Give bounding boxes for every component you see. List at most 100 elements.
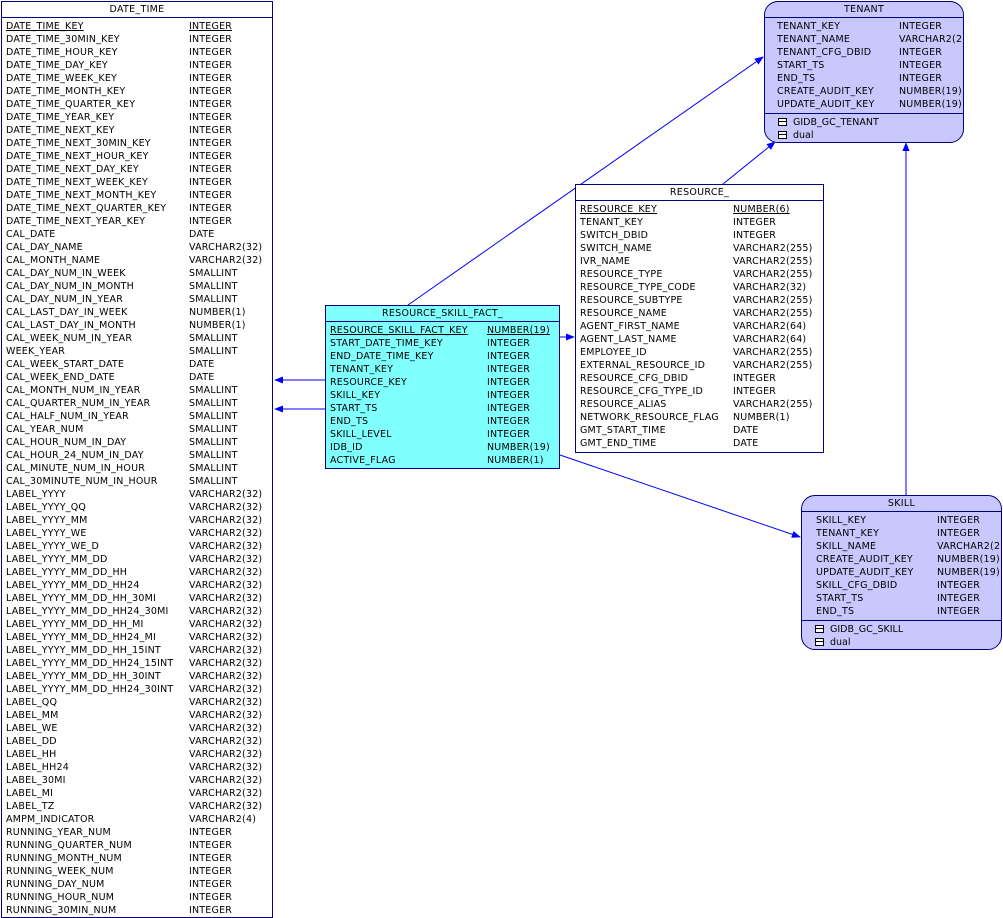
attribute-row[interactable]: DATE_TIME_NEXT_HOUR_KEYINTEGER (2, 150, 272, 163)
attribute-row[interactable]: RESOURCE_ALIASVARCHAR2(255) (576, 398, 823, 411)
attribute-row[interactable]: ACTIVE_FLAGNUMBER(1) (326, 454, 559, 467)
attribute-row[interactable]: RESOURCE_CFG_DBIDINTEGER (576, 372, 823, 385)
attribute-row[interactable]: CAL_WEEK_START_DATEDATE (2, 358, 272, 371)
attribute-row[interactable]: RESOURCE_SKILL_FACT_KEYNUMBER(19) (326, 324, 559, 337)
attribute-row[interactable]: DATE_TIME_NEXT_WEEK_KEYINTEGER (2, 176, 272, 189)
entity-resource[interactable]: RESOURCE_ RESOURCE_KEYNUMBER(6)TENANT_KE… (575, 184, 824, 453)
attribute-row[interactable]: DATE_TIME_HOUR_KEYINTEGER (2, 46, 272, 59)
attribute-row[interactable]: END_DATE_TIME_KEYINTEGER (326, 350, 559, 363)
attribute-row[interactable]: NETWORK_RESOURCE_FLAGNUMBER(1) (576, 411, 823, 424)
attribute-row[interactable]: LABEL_YYYY_MM_DD_HH24VARCHAR2(32) (2, 579, 272, 592)
attribute-row[interactable]: LABEL_HH24VARCHAR2(32) (2, 761, 272, 774)
attribute-row[interactable]: CREATE_AUDIT_KEYNUMBER(19) (773, 85, 963, 98)
attribute-row[interactable]: LABEL_YYYY_MM_DD_HH24_30MIVARCHAR2(32) (2, 605, 272, 618)
attribute-row[interactable]: CAL_HALF_NUM_IN_YEARSMALLINT (2, 410, 272, 423)
attribute-row[interactable]: CAL_DAY_NAMEVARCHAR2(32) (2, 241, 272, 254)
attribute-row[interactable]: CAL_30MINUTE_NUM_IN_HOURSMALLINT (2, 475, 272, 488)
attribute-row[interactable]: CAL_MINUTE_NUM_IN_HOURSMALLINT (2, 462, 272, 475)
attribute-row[interactable]: DATE_TIME_YEAR_KEYINTEGER (2, 111, 272, 124)
attribute-row[interactable]: CAL_DAY_NUM_IN_WEEKSMALLINT (2, 267, 272, 280)
attribute-row[interactable]: START_DATE_TIME_KEYINTEGER (326, 337, 559, 350)
attribute-row[interactable]: RESOURCE_KEYINTEGER (326, 376, 559, 389)
attribute-row[interactable]: RESOURCE_NAMEVARCHAR2(255) (576, 307, 823, 320)
attribute-row[interactable]: LABEL_YYYY_MM_DD_HHVARCHAR2(32) (2, 566, 272, 579)
attribute-row[interactable]: LABEL_MMVARCHAR2(32) (2, 709, 272, 722)
attribute-row[interactable]: CREATE_AUDIT_KEYNUMBER(19) (812, 553, 1001, 566)
attribute-row[interactable]: TENANT_KEYINTEGER (773, 20, 963, 33)
attribute-row[interactable]: UPDATE_AUDIT_KEYNUMBER(19) (773, 98, 963, 111)
attribute-row[interactable]: RUNNING_HOUR_NUMINTEGER (2, 891, 272, 904)
attribute-row[interactable]: RUNNING_DAY_NUMINTEGER (2, 878, 272, 891)
attribute-row[interactable]: CAL_DAY_NUM_IN_MONTHSMALLINT (2, 280, 272, 293)
attribute-row[interactable]: CAL_WEEK_END_DATEDATE (2, 371, 272, 384)
attribute-row[interactable]: LABEL_YYYY_MM_DD_HH_15INTVARCHAR2(32) (2, 644, 272, 657)
attribute-row[interactable]: START_TSINTEGER (812, 592, 1001, 605)
attribute-row[interactable]: DATE_TIME_MONTH_KEYINTEGER (2, 85, 272, 98)
attribute-row[interactable]: LABEL_YYYY_WEVARCHAR2(32) (2, 527, 272, 540)
attribute-row[interactable]: DATE_TIME_WEEK_KEYINTEGER (2, 72, 272, 85)
attribute-row[interactable]: DATE_TIME_NEXT_KEYINTEGER (2, 124, 272, 137)
attribute-row[interactable]: END_TSINTEGER (812, 605, 1001, 618)
attribute-row[interactable]: RESOURCE_CFG_TYPE_IDINTEGER (576, 385, 823, 398)
attribute-row[interactable]: TENANT_KEYINTEGER (812, 527, 1001, 540)
attribute-row[interactable]: LABEL_DDVARCHAR2(32) (2, 735, 272, 748)
attribute-row[interactable]: CAL_HOUR_NUM_IN_DAYSMALLINT (2, 436, 272, 449)
attribute-row[interactable]: CAL_MONTH_NUM_IN_YEARSMALLINT (2, 384, 272, 397)
attribute-row[interactable]: SKILL_KEYINTEGER (812, 514, 1001, 527)
attribute-row[interactable]: CAL_DAY_NUM_IN_YEARSMALLINT (2, 293, 272, 306)
attribute-row[interactable]: RESOURCE_KEYNUMBER(6) (576, 203, 823, 216)
attribute-row[interactable]: DATE_TIME_NEXT_MONTH_KEYINTEGER (2, 189, 272, 202)
attribute-row[interactable]: SKILL_KEYINTEGER (326, 389, 559, 402)
attribute-row[interactable]: RUNNING_WEEK_NUMINTEGER (2, 865, 272, 878)
attribute-row[interactable]: RESOURCE_SUBTYPEVARCHAR2(255) (576, 294, 823, 307)
attribute-row[interactable]: CAL_QUARTER_NUM_IN_YEARSMALLINT (2, 397, 272, 410)
attribute-row[interactable]: EXTERNAL_RESOURCE_IDVARCHAR2(255) (576, 359, 823, 372)
attribute-row[interactable]: CAL_MONTH_NAMEVARCHAR2(32) (2, 254, 272, 267)
attribute-row[interactable]: RUNNING_QUARTER_NUMINTEGER (2, 839, 272, 852)
attribute-row[interactable]: EMPLOYEE_IDVARCHAR2(255) (576, 346, 823, 359)
attribute-row[interactable]: DATE_TIME_QUARTER_KEYINTEGER (2, 98, 272, 111)
attribute-row[interactable]: LABEL_WEVARCHAR2(32) (2, 722, 272, 735)
attribute-row[interactable]: LABEL_YYYY_MM_DD_HH24_MIVARCHAR2(32) (2, 631, 272, 644)
attribute-row[interactable]: GMT_START_TIMEDATE (576, 424, 823, 437)
attribute-row[interactable]: GMT_END_TIMEDATE (576, 437, 823, 450)
attribute-row[interactable]: START_TSINTEGER (326, 402, 559, 415)
attribute-row[interactable]: TENANT_KEYINTEGER (326, 363, 559, 376)
attribute-row[interactable]: START_TSINTEGER (773, 59, 963, 72)
attribute-row[interactable]: LABEL_YYYY_MM_DDVARCHAR2(32) (2, 553, 272, 566)
attribute-row[interactable]: LABEL_TZVARCHAR2(32) (2, 800, 272, 813)
attribute-row[interactable]: DATE_TIME_DAY_KEYINTEGER (2, 59, 272, 72)
attribute-row[interactable]: SWITCH_NAMEVARCHAR2(255) (576, 242, 823, 255)
attribute-row[interactable]: TENANT_KEYINTEGER (576, 216, 823, 229)
attribute-row[interactable]: LABEL_YYYY_MM_DD_HH_30INTVARCHAR2(32) (2, 670, 272, 683)
attribute-row[interactable]: CAL_WEEK_NUM_IN_YEARSMALLINT (2, 332, 272, 345)
attribute-row[interactable]: CAL_HOUR_24_NUM_IN_DAYSMALLINT (2, 449, 272, 462)
attribute-row[interactable]: RESOURCE_TYPEVARCHAR2(255) (576, 268, 823, 281)
attribute-row[interactable]: RUNNING_YEAR_NUMINTEGER (2, 826, 272, 839)
attribute-row[interactable]: LABEL_MIVARCHAR2(32) (2, 787, 272, 800)
attribute-row[interactable]: DATE_TIME_NEXT_YEAR_KEYINTEGER (2, 215, 272, 228)
attribute-row[interactable]: CAL_LAST_DAY_IN_WEEKNUMBER(1) (2, 306, 272, 319)
entity-date-time[interactable]: DATE_TIME DATE_TIME_KEYINTEGERDATE_TIME_… (1, 1, 273, 918)
attribute-row[interactable]: RUNNING_MONTH_NUMINTEGER (2, 852, 272, 865)
attribute-row[interactable]: END_TSINTEGER (773, 72, 963, 85)
attribute-row[interactable]: LABEL_YYYY_MM_DD_HH24_15INTVARCHAR2(32) (2, 657, 272, 670)
attribute-row[interactable]: RESOURCE_TYPE_CODEVARCHAR2(32) (576, 281, 823, 294)
attribute-row[interactable]: LABEL_YYYY_MM_DD_HH_30MIVARCHAR2(32) (2, 592, 272, 605)
attribute-row[interactable]: IDB_IDNUMBER(19) (326, 441, 559, 454)
attribute-row[interactable]: SKILL_NAMEVARCHAR2(2 (812, 540, 1001, 553)
attribute-row[interactable]: TENANT_CFG_DBIDINTEGER (773, 46, 963, 59)
attribute-row[interactable]: UPDATE_AUDIT_KEYNUMBER(19) (812, 566, 1001, 579)
attribute-row[interactable]: LABEL_YYYY_QQVARCHAR2(32) (2, 501, 272, 514)
attribute-row[interactable]: SKILL_CFG_DBIDINTEGER (812, 579, 1001, 592)
attribute-row[interactable]: END_TSINTEGER (326, 415, 559, 428)
attribute-row[interactable]: IVR_NAMEVARCHAR2(255) (576, 255, 823, 268)
attribute-row[interactable]: WEEK_YEARSMALLINT (2, 345, 272, 358)
attribute-row[interactable]: AGENT_LAST_NAMEVARCHAR2(64) (576, 333, 823, 346)
attribute-row[interactable]: DATE_TIME_NEXT_QUARTER_KEYINTEGER (2, 202, 272, 215)
attribute-row[interactable]: DATE_TIME_30MIN_KEYINTEGER (2, 33, 272, 46)
attribute-row[interactable]: LABEL_HHVARCHAR2(32) (2, 748, 272, 761)
entity-tenant[interactable]: TENANT TENANT_KEYINTEGERTENANT_NAMEVARCH… (764, 1, 964, 143)
attribute-row[interactable]: LABEL_YYYY_MM_DD_HH24_30INTVARCHAR2(32) (2, 683, 272, 696)
attribute-row[interactable]: LABEL_30MIVARCHAR2(32) (2, 774, 272, 787)
